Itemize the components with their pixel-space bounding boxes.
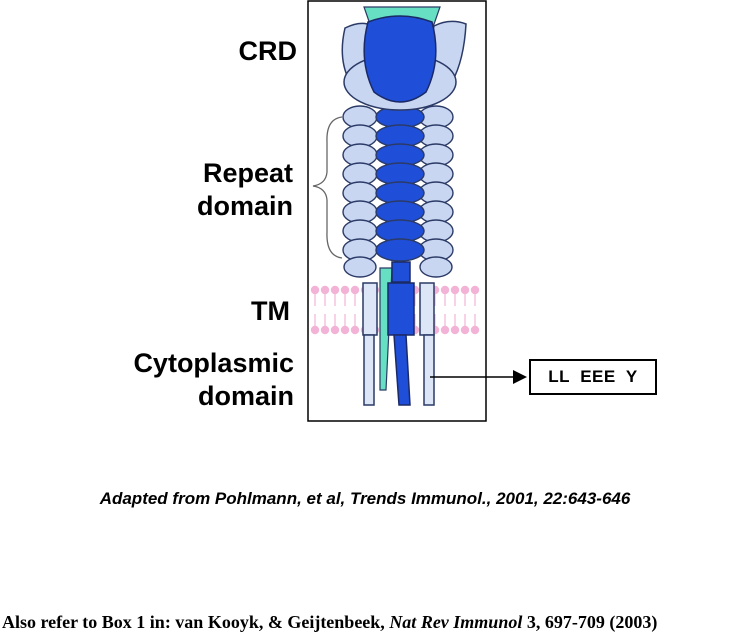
stalk-strand-dark [387, 261, 415, 406]
cytoplasmic-motif-box: LL EEE Y [529, 359, 657, 395]
motif-arrow [430, 370, 527, 384]
lipid-head [310, 325, 320, 335]
lipid-head [320, 325, 330, 335]
repeat-domain-brace [312, 116, 343, 259]
repeat-unit-center [375, 238, 425, 262]
crd-domain [341, 6, 467, 111]
lipid-head [350, 285, 360, 295]
lipid-head [310, 285, 320, 295]
repeat-domain-stack [342, 105, 454, 278]
repeat-unit-right [419, 256, 453, 278]
reference-prefix: Also refer to Box 1 in: van Kooyk, & Gei… [2, 612, 390, 632]
reference-suffix: 3, 697-709 (2003) [522, 612, 658, 632]
lipid-head [340, 285, 350, 295]
stalk-strand-right [419, 282, 435, 406]
lipid-head [320, 285, 330, 295]
lipid-head [440, 285, 450, 295]
reference-note: Also refer to Box 1 in: van Kooyk, & Gei… [2, 612, 657, 633]
repeat-domain-label: Repeat domain [196, 158, 293, 221]
lipid-head [460, 285, 470, 295]
lipid-head [440, 325, 450, 335]
source-caption: Adapted from Pohlmann, et al, Trends Imm… [99, 489, 631, 508]
reference-journal: Nat Rev Immunol [389, 612, 523, 632]
lipid-head [350, 325, 360, 335]
lipid-head [470, 325, 480, 335]
lipid-head [330, 285, 340, 295]
lipid-head [450, 285, 460, 295]
tm-label: TM [251, 296, 290, 326]
repeat-unit-left [343, 256, 377, 278]
lipid-head [470, 285, 480, 295]
crd-label: CRD [238, 36, 298, 66]
diagram-frame [307, 0, 487, 422]
lipid-head [460, 325, 470, 335]
cytoplasmic-domain-label: Cytoplasmic domain [133, 348, 294, 411]
lipid-head [330, 325, 340, 335]
lipid-head [450, 325, 460, 335]
stalk-strand-left [362, 282, 378, 406]
lipid-head [340, 325, 350, 335]
